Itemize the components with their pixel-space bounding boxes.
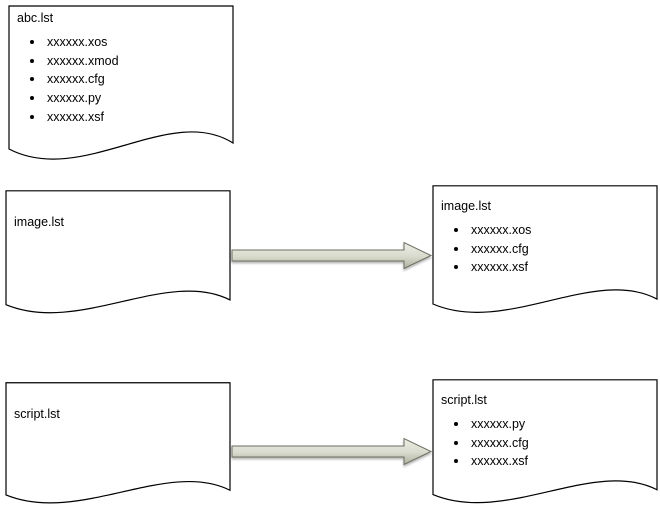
document-content: script.lst xxxxxx.py xxxxxx.cfg xxxxxx.x… — [432, 379, 658, 471]
list-item: xxxxxx.xsf — [454, 258, 650, 277]
file-list: xxxxxx.xos xxxxxx.cfg xxxxxx.xsf — [441, 221, 650, 277]
document-title: image.lst — [14, 215, 65, 229]
list-item: xxxxxx.xos — [454, 221, 650, 240]
block-arrow-shape — [231, 241, 433, 270]
document-content: abc.lst xxxxxx.xos xxxxxx.xmod xxxxxx.cf… — [8, 5, 234, 126]
document-outline — [9, 6, 233, 159]
list-item: xxxxxx.xos — [30, 33, 226, 52]
file-name: xxxxxx.xsf — [471, 260, 528, 275]
document-shape — [5, 382, 231, 513]
document-script-lst-source: script.lst — [5, 382, 231, 513]
list-item: xxxxxx.xsf — [30, 107, 226, 126]
list-item: xxxxxx.py — [30, 89, 226, 108]
list-item: xxxxxx.py — [454, 415, 650, 434]
bullet-icon — [454, 246, 458, 251]
document-outline — [433, 380, 657, 503]
bullet-icon — [454, 422, 458, 427]
bullet-icon — [30, 40, 34, 45]
document-title: script.lst — [14, 407, 60, 421]
document-script-lst-result: script.lst xxxxxx.py xxxxxx.cfg xxxxxx.x… — [432, 379, 658, 513]
file-list: xxxxxx.xos xxxxxx.xmod xxxxxx.cfg xxxxxx… — [17, 33, 226, 126]
file-name: xxxxxx.py — [47, 91, 102, 106]
document-content: image.lst xxxxxx.xos xxxxxx.cfg xxxxxx.x… — [432, 185, 658, 277]
bullet-icon — [30, 96, 34, 101]
document-content: script.lst — [5, 382, 231, 422]
document-image-lst-result: image.lst xxxxxx.xos xxxxxx.cfg xxxxxx.x… — [432, 185, 658, 323]
document-outline — [6, 383, 230, 503]
bullet-icon — [30, 77, 34, 82]
list-item: xxxxxx.cfg — [454, 240, 650, 259]
bullet-icon — [454, 440, 458, 445]
document-shape — [8, 5, 234, 172]
list-item: xxxxxx.cfg — [30, 70, 226, 89]
arrow-right-icon — [231, 239, 433, 272]
document-title: script.lst — [441, 393, 487, 407]
file-name: xxxxxx.xos — [471, 223, 532, 238]
file-name: xxxxxx.xsf — [471, 454, 528, 469]
file-name: xxxxxx.xos — [47, 35, 108, 50]
document-title: image.lst — [441, 199, 492, 213]
file-name: xxxxxx.xmod — [47, 53, 119, 68]
file-name: xxxxxx.xsf — [47, 109, 104, 124]
block-arrow-svg — [231, 437, 433, 466]
document-shape — [432, 185, 658, 323]
bullet-icon — [454, 228, 458, 233]
file-name: xxxxxx.cfg — [471, 435, 529, 450]
file-name: xxxxxx.cfg — [471, 241, 529, 256]
list-item: xxxxxx.xmod — [30, 52, 226, 71]
document-outline — [433, 186, 657, 313]
block-arrow-svg — [231, 241, 433, 270]
file-list: xxxxxx.py xxxxxx.cfg xxxxxx.xsf — [441, 415, 650, 471]
document-title: abc.lst — [17, 11, 54, 25]
block-arrow-shape — [231, 437, 433, 466]
document-shape — [5, 190, 231, 323]
list-item: xxxxxx.cfg — [454, 434, 650, 453]
document-content: image.lst — [5, 190, 231, 230]
file-name: xxxxxx.cfg — [47, 72, 105, 87]
document-shape — [432, 379, 658, 513]
document-outline — [6, 191, 230, 313]
list-item: xxxxxx.xsf — [454, 452, 650, 471]
arrow-right-icon — [231, 435, 433, 468]
bullet-icon — [454, 459, 458, 464]
bullet-icon — [30, 114, 34, 119]
bullet-icon — [454, 265, 458, 270]
document-image-lst-source: image.lst — [5, 190, 231, 323]
bullet-icon — [30, 58, 34, 63]
file-name: xxxxxx.py — [471, 417, 526, 432]
document-abc-lst: abc.lst xxxxxx.xos xxxxxx.xmod xxxxxx.cf… — [8, 5, 234, 172]
